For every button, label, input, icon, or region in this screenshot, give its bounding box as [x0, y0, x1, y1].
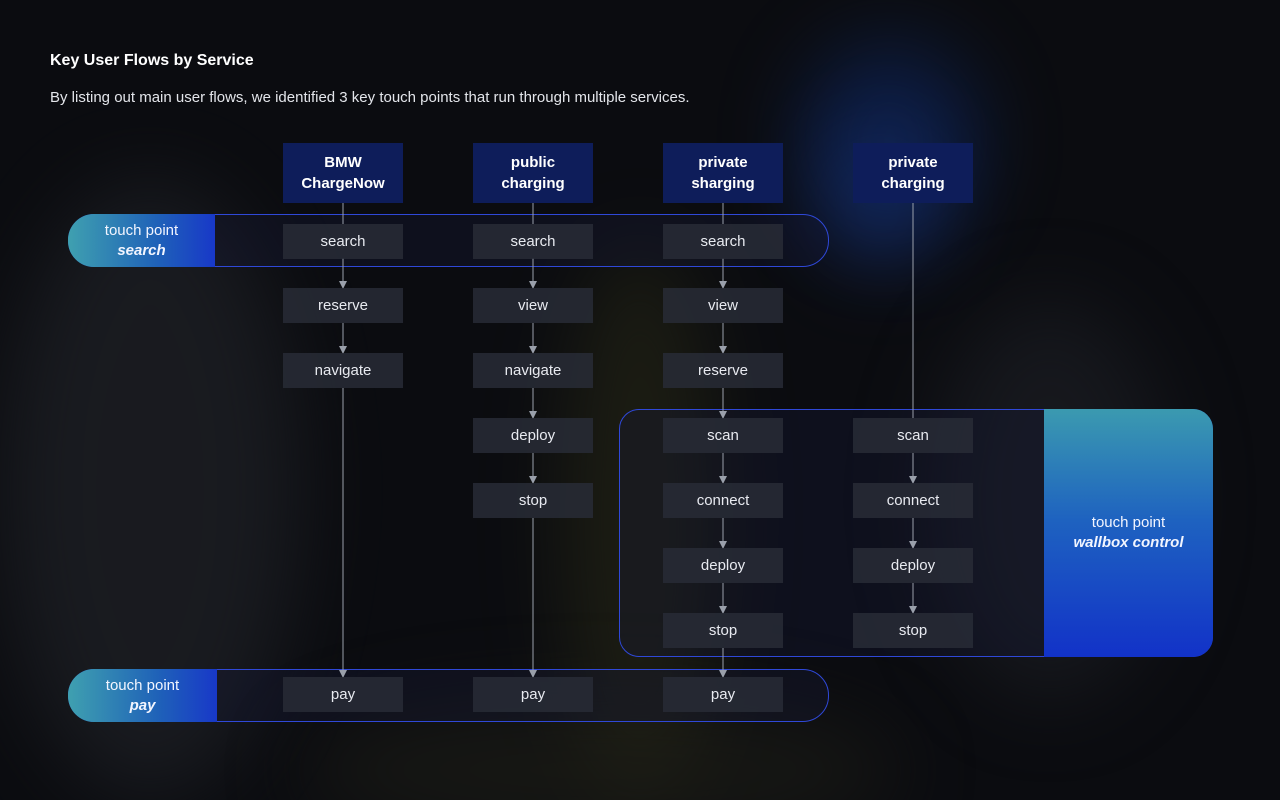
touchpoint-prefix: touch point [1091, 514, 1166, 531]
service-header-bmw-chargenow: BMW ChargeNow [283, 143, 403, 203]
touchpoint-name: search [117, 241, 166, 259]
header-line: charging [881, 175, 945, 192]
touchpoint-name: pay [129, 696, 156, 714]
step-stop: stop [853, 613, 973, 648]
step-reserve: reserve [283, 288, 403, 323]
step-search: search [473, 224, 593, 259]
header-line: sharging [691, 175, 755, 192]
touchpoint-wallbox-label: touch point wallbox control [1044, 409, 1213, 657]
header-line: BMW [324, 154, 362, 171]
service-header-public-charging: public charging [473, 143, 593, 203]
header-line: private [888, 154, 938, 171]
step-navigate: navigate [283, 353, 403, 388]
step-pay: pay [283, 677, 403, 712]
touchpoint-search-label: touch point search [68, 214, 215, 267]
step-view: view [473, 288, 593, 323]
step-pay: pay [663, 677, 783, 712]
touchpoint-pay-label: touch point pay [68, 669, 217, 722]
header-line: public [510, 154, 556, 171]
step-pay: pay [473, 677, 593, 712]
step-reserve: reserve [663, 353, 783, 388]
background-blob [800, 40, 980, 240]
service-header-private-charging: private charging [853, 143, 973, 203]
step-search: search [663, 224, 783, 259]
header-line: private [698, 154, 748, 171]
step-deploy: deploy [663, 548, 783, 583]
step-stop: stop [473, 483, 593, 518]
step-view: view [663, 288, 783, 323]
page-subtitle: By listing out main user flows, we ident… [50, 89, 690, 106]
step-deploy: deploy [853, 548, 973, 583]
header-line: ChargeNow [301, 175, 385, 192]
step-scan: scan [853, 418, 973, 453]
step-connect: connect [853, 483, 973, 518]
step-stop: stop [663, 613, 783, 648]
page-title: Key User Flows by Service [50, 52, 254, 69]
touchpoint-prefix: touch point [104, 221, 179, 239]
step-deploy: deploy [473, 418, 593, 453]
service-header-private-sharging: private sharging [663, 143, 783, 203]
step-navigate: navigate [473, 353, 593, 388]
step-search: search [283, 224, 403, 259]
step-scan: scan [663, 418, 783, 453]
touchpoint-name: wallbox control [1073, 534, 1184, 551]
header-line: charging [501, 175, 565, 192]
step-connect: connect [663, 483, 783, 518]
touchpoint-prefix: touch point [105, 676, 180, 694]
